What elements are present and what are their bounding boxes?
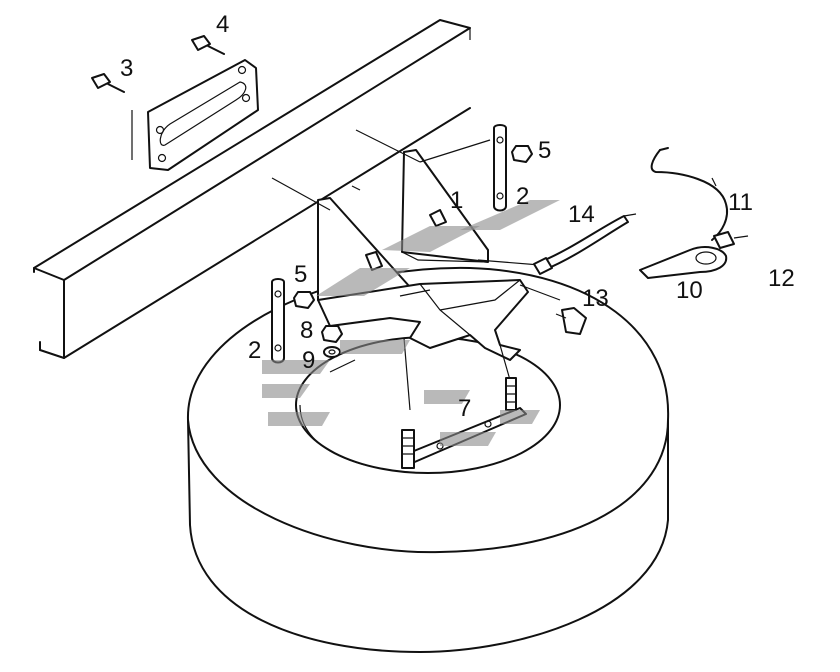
callout-2-left: 2 — [248, 337, 261, 364]
bolt-3 — [91, 73, 125, 93]
mounting-plate — [131, 59, 259, 171]
frame-rail — [33, 19, 471, 359]
callout-8: 8 — [300, 317, 313, 344]
callout-13: 13 — [582, 285, 609, 312]
nut-5-right — [511, 145, 533, 163]
callout-14: 14 — [568, 201, 595, 228]
leader-lines — [329, 259, 561, 411]
knob-13 — [555, 307, 587, 335]
strap-2-right — [493, 124, 507, 212]
callout-5-right: 5 — [538, 137, 551, 164]
nut-8 — [321, 325, 343, 343]
strap-2-left — [271, 278, 285, 364]
callout-3: 3 — [120, 55, 133, 82]
nut-5-left — [293, 291, 315, 309]
callout-12: 12 — [768, 265, 795, 292]
callout-4: 4 — [216, 11, 229, 38]
callouts: 1 2 2 3 4 5 5 7 8 9 10 11 12 13 14 — [120, 11, 795, 422]
callout-7: 7 — [458, 395, 471, 422]
callout-11: 11 — [728, 189, 753, 216]
washer-9 — [323, 346, 341, 358]
bolt-4 — [191, 35, 225, 55]
callout-9: 9 — [302, 347, 315, 374]
tool-hook-assembly — [639, 147, 749, 279]
watermark-logo — [262, 200, 560, 446]
cable-14 — [533, 213, 637, 275]
callout-10: 10 — [676, 277, 703, 304]
callout-1: 1 — [450, 187, 463, 214]
callout-5-left: 5 — [294, 261, 307, 288]
callout-2-right: 2 — [516, 183, 529, 210]
